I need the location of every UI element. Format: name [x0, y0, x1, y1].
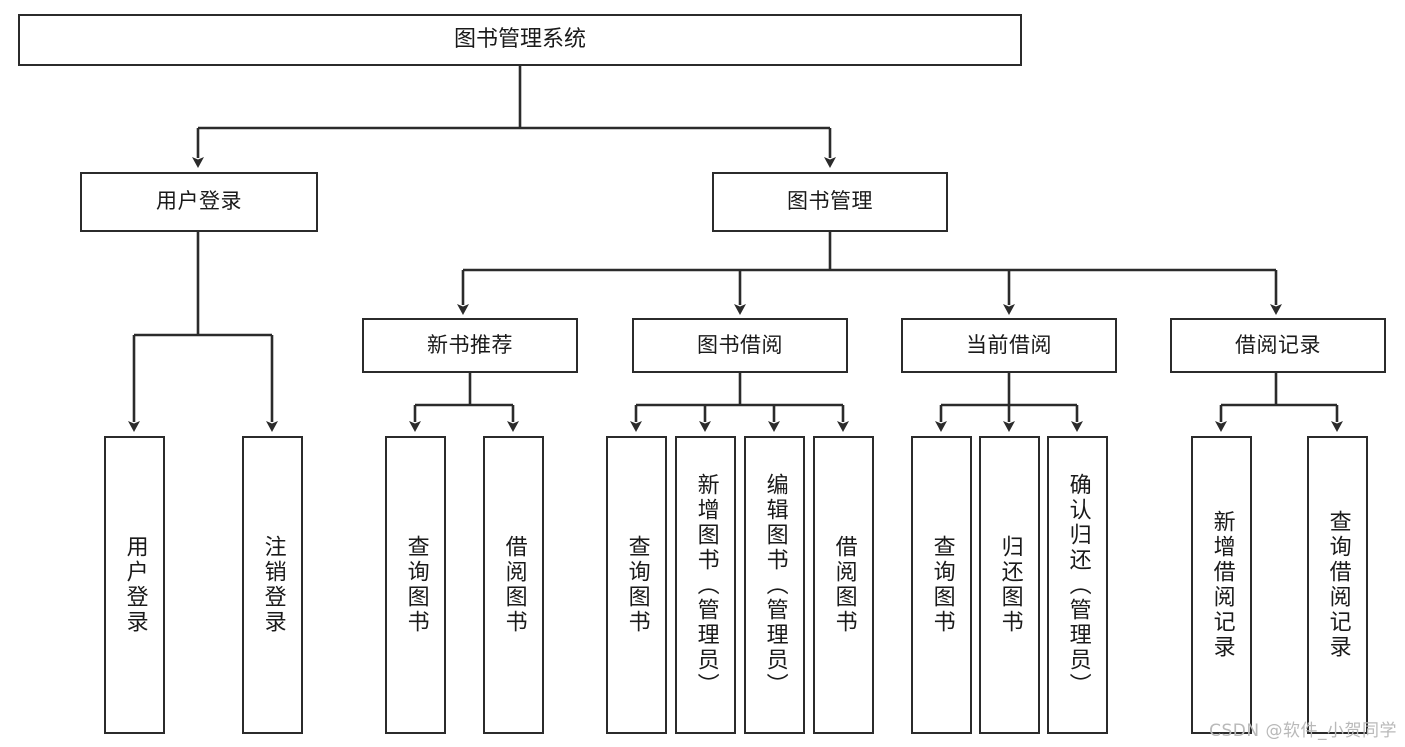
node-new-book-recommend-label: 新书推荐: [427, 332, 513, 357]
leaf-borrow-add-book-label: 新增图书（管理员）: [693, 472, 719, 698]
leaf-current-confirm-return-label: 确认归还（管理员）: [1065, 472, 1091, 698]
leaf-records-query-record[interactable]: 查询借阅记录: [1307, 436, 1368, 734]
leaf-borrow-borrow-book[interactable]: 借阅图书: [813, 436, 874, 734]
leaf-current-query-book[interactable]: 查询图书: [911, 436, 972, 734]
leaf-new-book-query-label: 查询图书: [403, 535, 429, 635]
leaf-records-query-record-label: 查询借阅记录: [1325, 510, 1351, 660]
leaf-user-login-login[interactable]: 用户登录: [104, 436, 165, 734]
node-user-login[interactable]: 用户登录: [80, 172, 318, 232]
node-book-management[interactable]: 图书管理: [712, 172, 948, 232]
leaf-borrow-query-book[interactable]: 查询图书: [606, 436, 667, 734]
node-borrow-records[interactable]: 借阅记录: [1170, 318, 1386, 373]
leaf-borrow-edit-book[interactable]: 编辑图书（管理员）: [744, 436, 805, 734]
leaf-current-query-book-label: 查询图书: [929, 535, 955, 635]
leaf-user-login-login-label: 用户登录: [122, 535, 148, 635]
leaf-new-book-query[interactable]: 查询图书: [385, 436, 446, 734]
node-root-system[interactable]: 图书管理系统: [18, 14, 1022, 66]
leaf-user-login-logout-label: 注销登录: [260, 535, 286, 635]
node-current-borrow[interactable]: 当前借阅: [901, 318, 1117, 373]
leaf-current-return-book[interactable]: 归还图书: [979, 436, 1040, 734]
leaf-current-confirm-return[interactable]: 确认归还（管理员）: [1047, 436, 1108, 734]
node-new-book-recommend[interactable]: 新书推荐: [362, 318, 578, 373]
leaf-new-book-borrow-label: 借阅图书: [501, 535, 527, 635]
leaf-borrow-add-book[interactable]: 新增图书（管理员）: [675, 436, 736, 734]
leaf-borrow-edit-book-label: 编辑图书（管理员）: [762, 472, 788, 698]
node-current-borrow-label: 当前借阅: [966, 332, 1052, 357]
leaf-records-add-record-label: 新增借阅记录: [1209, 510, 1235, 660]
watermark-text: CSDN @软件_小贺同学: [1209, 721, 1397, 741]
leaf-borrow-query-book-label: 查询图书: [624, 535, 650, 635]
node-root-system-label: 图书管理系统: [453, 26, 586, 52]
node-book-borrow-label: 图书借阅: [697, 332, 783, 357]
leaf-new-book-borrow[interactable]: 借阅图书: [483, 436, 544, 734]
leaf-current-return-book-label: 归还图书: [997, 535, 1023, 635]
leaf-user-login-logout[interactable]: 注销登录: [242, 436, 303, 734]
node-borrow-records-label: 借阅记录: [1235, 332, 1321, 357]
node-book-borrow[interactable]: 图书借阅: [632, 318, 848, 373]
node-user-login-label: 用户登录: [156, 189, 242, 214]
leaf-borrow-borrow-book-label: 借阅图书: [831, 535, 857, 635]
node-book-management-label: 图书管理: [787, 189, 873, 214]
leaf-records-add-record[interactable]: 新增借阅记录: [1191, 436, 1252, 734]
